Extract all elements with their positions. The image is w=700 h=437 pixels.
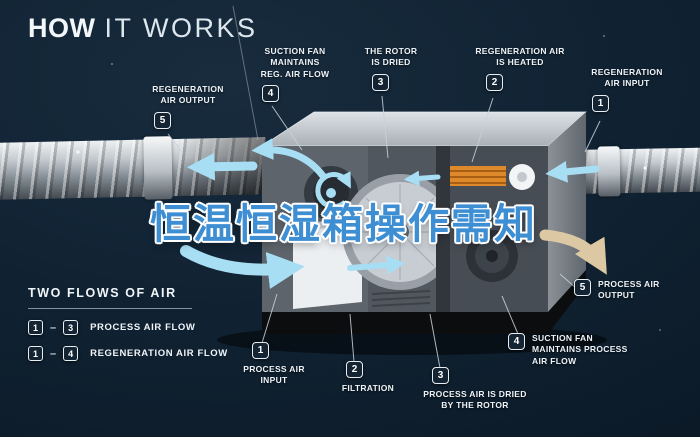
callout-reg-air-input: REGENERATION AIR INPUT 1: [584, 67, 670, 112]
legend-badge-to: 3: [63, 320, 79, 335]
callout-label: PROCESS AIR INPUT: [243, 364, 305, 386]
step-badge-1: 1: [252, 342, 269, 359]
callout-process-air-output: 5 PROCESS AIR OUTPUT: [574, 279, 660, 302]
step-badge-3: 3: [372, 73, 389, 91]
legend-row-process: 1 – 3 PROCESS AIR FLOW: [28, 320, 228, 335]
flow-arrow-process-output: [539, 229, 607, 275]
regeneration-fan-disc: [509, 164, 535, 190]
flow-arrow-fan-to-duct: [251, 138, 327, 180]
callout-reg-air-heated: REGENERATION AIR IS HEATED 2: [474, 46, 566, 91]
callout-label: PROCESS AIR IS DRIED BY THE ROTOR: [423, 389, 527, 411]
callout-process-air-input: 1 PROCESS AIR INPUT: [240, 342, 308, 387]
step-badge-2: 2: [486, 73, 503, 91]
step-badge-1: 1: [592, 94, 609, 112]
callout-process-air-dried: 3 PROCESS AIR IS DRIED BY THE ROTOR: [420, 367, 530, 412]
step-badge-5: 5: [154, 111, 171, 129]
callout-label: SUCTION FAN MAINTAINS REG. AIR FLOW: [260, 46, 330, 79]
page-title: HOW IT WORKS: [28, 13, 258, 44]
callout-label: THE ROTOR IS DRIED: [364, 46, 418, 68]
flow-arrow-reg-input: [545, 160, 600, 183]
legend-badge-from: 1: [28, 346, 43, 361]
machine-top-face: [260, 111, 587, 147]
flow-arrow-process-internal: [347, 255, 406, 275]
callout-label: SUCTION FAN MAINTAINS PROCESS AIR FLOW: [532, 333, 628, 366]
flow-arrow-rotor-left: [403, 170, 441, 187]
callout-label: FILTRATION: [341, 383, 395, 393]
callout-label: PROCESS AIR OUTPUT: [598, 279, 660, 301]
legend-heading: TWO FLOWS OF AIR: [28, 286, 177, 300]
callout-label: REGENERATION AIR OUTPUT: [152, 84, 224, 106]
callout-suction-fan-process: 4 SUCTION FAN MAINTAINS PROCESS AIR FLOW: [508, 333, 628, 367]
overlay-chinese-title: 恒温恒湿箱操作需知: [150, 201, 537, 247]
heater-part: [450, 166, 506, 186]
machine-body: [260, 111, 587, 334]
legend-range-dash: –: [50, 321, 57, 334]
legend-badge-to: 4: [63, 346, 79, 361]
callout-label: REGENERATION AIR INPUT: [591, 67, 663, 89]
legend-badge-from: 1: [28, 320, 43, 335]
step-badge-4: 4: [262, 85, 279, 103]
legend-two-flows: TWO FLOWS OF AIR 1 – 3 PROCESS AIR FLOW …: [28, 286, 228, 361]
step-badge-5: 5: [574, 279, 591, 296]
step-badge-2: 2: [346, 361, 363, 378]
callout-filtration: 2 FILTRATION: [336, 361, 400, 394]
machine-base: [262, 270, 586, 334]
rotor-part: [342, 174, 458, 290]
callout-connector-lines: [167, 5, 601, 369]
legend-label: REGENERATION AIR FLOW: [90, 348, 228, 359]
suction-fan-process-part: [466, 230, 518, 282]
title-word-light: IT WORKS: [104, 13, 258, 43]
flow-arrow-process-input: [180, 245, 305, 289]
step-badge-3: 3: [432, 367, 449, 384]
callout-label: REGENERATION AIR IS HEATED: [475, 46, 565, 68]
callout-suction-fan-reg: SUCTION FAN MAINTAINS REG. AIR FLOW 4: [252, 46, 338, 103]
sparkle-dots: [76, 35, 661, 331]
title-word-bold: HOW: [28, 13, 96, 43]
callout-regeneration-air-output: REGENERATION AIR OUTPUT 5: [140, 84, 236, 129]
flow-arrows: [180, 138, 607, 289]
callout-rotor-dried: THE ROTOR IS DRIED 3: [358, 46, 424, 91]
flow-arrow-reg-output: [186, 152, 258, 181]
interior-divider: [436, 146, 450, 312]
legend-divider: [28, 308, 192, 309]
legend-range-dash: –: [50, 347, 57, 360]
suction-fan-reg-part: [304, 166, 358, 220]
legend-label: PROCESS AIR FLOW: [90, 322, 196, 333]
filter-part: [371, 290, 431, 307]
step-badge-4: 4: [508, 333, 525, 350]
legend-row-regeneration: 1 – 4 REGENERATION AIR FLOW: [28, 346, 228, 361]
